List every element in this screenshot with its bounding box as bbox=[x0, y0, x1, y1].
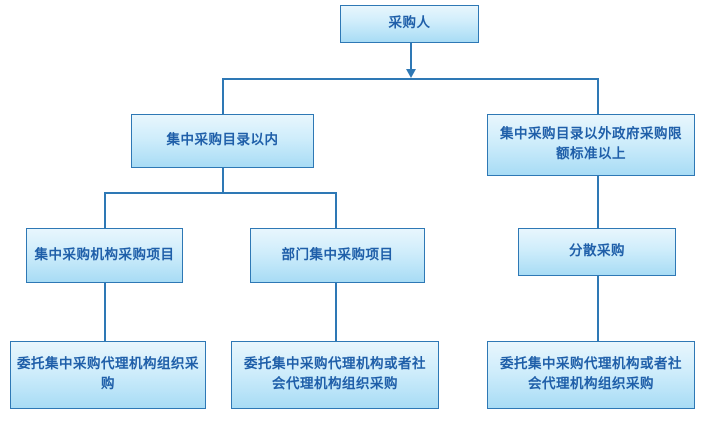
node-level3-right[interactable]: 分散采购 bbox=[518, 228, 676, 276]
node-level4-right[interactable]: 委托集中采购代理机构或者社会代理机构组织采购 bbox=[487, 341, 695, 409]
node-level3-left[interactable]: 集中采购机构采购项目 bbox=[26, 228, 183, 283]
node-root[interactable]: 采购人 bbox=[340, 5, 479, 43]
node-level4-left[interactable]: 委托集中采购代理机构组织采购 bbox=[10, 341, 206, 409]
node-level4-right-label: 委托集中采购代理机构或者社会代理机构组织采购 bbox=[500, 356, 682, 392]
node-level4-middle[interactable]: 委托集中采购代理机构或者社会代理机构组织采购 bbox=[231, 341, 439, 409]
connector-split-bar-level2 bbox=[222, 78, 598, 80]
connector-split-to-level3-middle bbox=[335, 192, 337, 228]
node-level2-left[interactable]: 集中采购目录以内 bbox=[131, 114, 314, 168]
node-root-label: 采购人 bbox=[388, 15, 431, 32]
node-level2-right[interactable]: 集中采购目录以外政府采购限额标准以上 bbox=[487, 114, 695, 176]
node-level3-left-label: 集中采购机构采购项目 bbox=[34, 246, 175, 263]
node-level2-right-label: 集中采购目录以外政府采购限额标准以上 bbox=[500, 126, 682, 162]
connector-split-bar-level3 bbox=[104, 192, 336, 194]
connector-level3left-to-level4left bbox=[104, 283, 106, 341]
connector-level3right-to-level4right bbox=[597, 276, 599, 341]
connector-root-to-split bbox=[410, 42, 412, 72]
node-level3-middle[interactable]: 部门集中采购项目 bbox=[250, 228, 425, 283]
connector-split-to-level2-left bbox=[222, 78, 224, 114]
node-level2-left-label: 集中采购目录以内 bbox=[166, 132, 279, 149]
connector-level3middle-to-level4middle bbox=[335, 283, 337, 341]
node-level4-middle-label: 委托集中采购代理机构或者社会代理机构组织采购 bbox=[244, 356, 426, 392]
node-level3-middle-label: 部门集中采购项目 bbox=[281, 246, 394, 263]
connector-level2right-to-level3right bbox=[597, 176, 599, 228]
connector-level2left-down bbox=[222, 168, 224, 193]
node-level4-left-label: 委托集中采购代理机构组织采购 bbox=[17, 356, 199, 392]
connector-split-to-level3-left bbox=[104, 192, 106, 228]
arrowhead-root-down bbox=[406, 69, 416, 78]
connector-split-to-level2-right bbox=[597, 78, 599, 114]
node-level3-right-label: 分散采购 bbox=[569, 243, 625, 260]
